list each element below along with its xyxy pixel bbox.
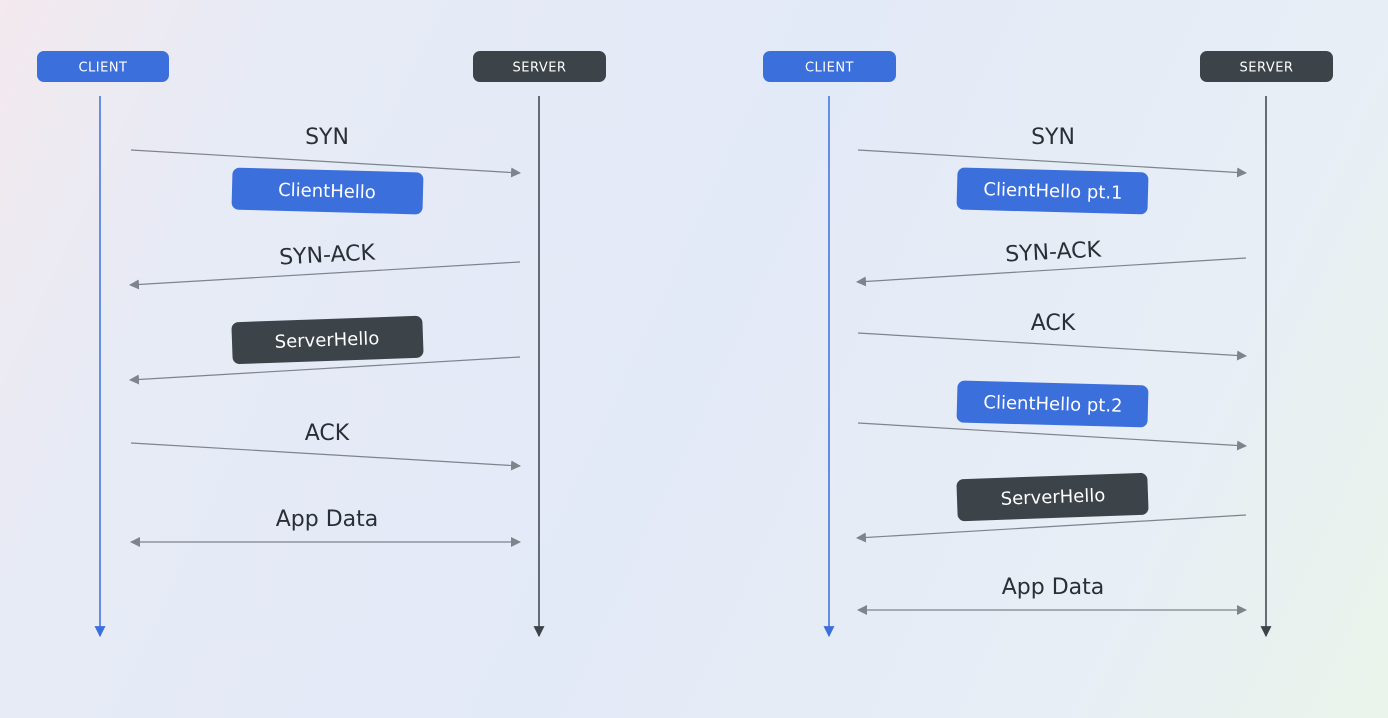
left-syn-ack-arrow	[129, 261, 521, 290]
right-client-hello-pt2-label: ClientHello pt.2	[983, 392, 1123, 417]
left-diagram: CLIENT SERVER SYN ClientHello SYN-ACK Se…	[37, 51, 606, 638]
right-syn-ack-label: SYN-ACK	[1005, 237, 1103, 267]
right-diagram: CLIENT SERVER SYN ClientHello pt.1 SYN-A…	[763, 51, 1333, 638]
left-server-header: SERVER	[473, 51, 606, 82]
right-client-hello-pt2-pill: ClientHello pt.2	[956, 380, 1149, 428]
right-syn-ack-arrow	[856, 257, 1247, 287]
right-syn-arrow	[857, 149, 1247, 178]
right-syn-label: SYN	[1031, 125, 1075, 150]
right-app-data-label: App Data	[1002, 575, 1105, 600]
left-client-label: CLIENT	[78, 61, 127, 76]
right-client-header: CLIENT	[763, 51, 896, 82]
left-server-hello-arrow	[129, 356, 521, 385]
left-client-hello-label: ClientHello	[278, 180, 376, 204]
left-syn-ack-label: SYN-ACK	[279, 240, 377, 270]
right-ack-arrow	[857, 332, 1247, 361]
left-server-hello-label: ServerHello	[274, 328, 379, 353]
right-server-label: SERVER	[1240, 61, 1294, 76]
left-client-header: CLIENT	[37, 51, 169, 82]
left-ack-label: ACK	[305, 421, 350, 446]
left-server-hello-pill: ServerHello	[231, 315, 424, 365]
left-app-data-label: App Data	[276, 507, 379, 532]
right-client-hello-pt1-pill: ClientHello pt.1	[956, 167, 1149, 215]
left-client-hello-pill: ClientHello	[231, 167, 424, 215]
left-syn-label: SYN	[305, 125, 349, 150]
left-syn-arrow	[130, 149, 521, 178]
right-server-hello-pill: ServerHello	[956, 472, 1149, 522]
right-client-hello-pt1-label: ClientHello pt.1	[983, 179, 1123, 204]
right-server-hello-label: ServerHello	[1000, 485, 1105, 510]
left-ack-arrow	[130, 442, 521, 471]
right-server-hello-arrow	[856, 514, 1247, 543]
right-server-header: SERVER	[1200, 51, 1333, 82]
right-ack-label: ACK	[1031, 311, 1076, 336]
right-client-label: CLIENT	[805, 61, 854, 76]
left-server-label: SERVER	[513, 61, 567, 76]
right-client-hello-pt2-arrow	[857, 422, 1247, 451]
